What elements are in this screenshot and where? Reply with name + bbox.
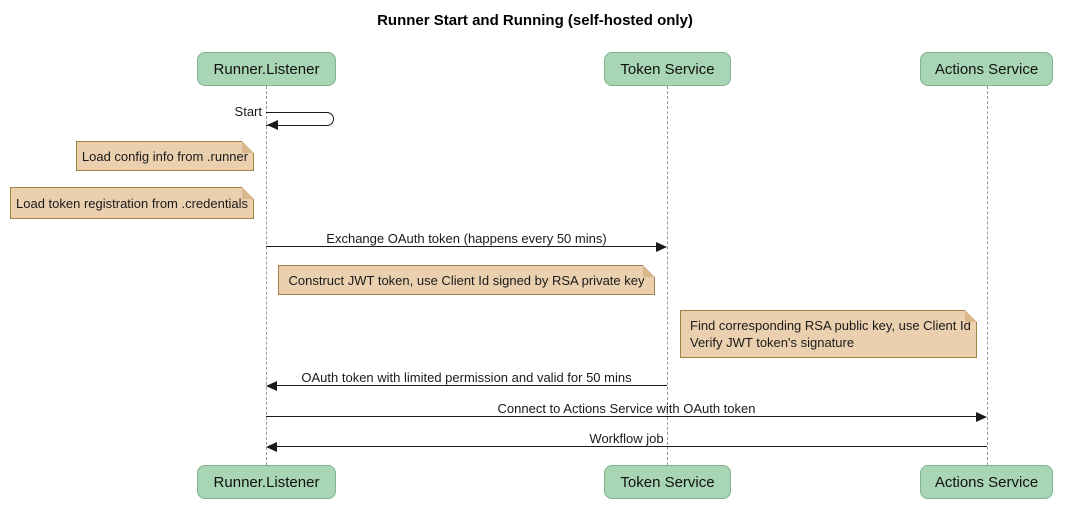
message-workflow-line: [277, 446, 987, 447]
message-start-self-loop: [266, 112, 334, 126]
note-load-config: Load config info from .runner: [76, 141, 254, 171]
actor-label: Actions Service: [934, 473, 1039, 491]
message-exchange-line: [266, 246, 657, 247]
actor-token-service-bottom: Token Service: [604, 465, 731, 499]
lifeline-token-service: [667, 86, 668, 465]
arrowhead-right-icon: [656, 242, 667, 252]
actor-runner-listener-top: Runner.Listener: [197, 52, 336, 86]
lifeline-actions-service: [987, 86, 988, 465]
note-text: Construct JWT token, use Client Id signe…: [288, 272, 645, 288]
note-fold-icon: [242, 141, 254, 153]
message-oauth-return-label: OAuth token with limited permission and …: [301, 370, 632, 385]
actor-label: Token Service: [620, 60, 715, 78]
note-construct-jwt: Construct JWT token, use Client Id signe…: [278, 265, 655, 295]
actor-label: Runner.Listener: [213, 60, 320, 78]
message-connect-line: [266, 416, 977, 417]
message-start-label: Start: [234, 104, 262, 119]
actor-actions-service-top: Actions Service: [920, 52, 1053, 86]
note-text: Find corresponding RSA public key, use C…: [690, 318, 971, 350]
arrowhead-left-icon: [266, 381, 277, 391]
message-oauth-return-line: [277, 385, 667, 386]
message-exchange-label: Exchange OAuth token (happens every 50 m…: [326, 231, 607, 246]
lifeline-runner-listener: [266, 86, 267, 465]
note-fold-icon: [242, 187, 254, 199]
note-find-rsa: Find corresponding RSA public key, use C…: [680, 310, 977, 358]
message-workflow-label: Workflow job: [589, 431, 664, 446]
note-text: Load config info from .runner: [81, 148, 249, 164]
message-connect-label: Connect to Actions Service with OAuth to…: [497, 401, 756, 416]
diagram-title: Runner Start and Running (self-hosted on…: [377, 12, 693, 29]
note-fold-icon: [643, 265, 655, 277]
actor-label: Token Service: [620, 473, 715, 491]
arrowhead-left-icon: [267, 120, 278, 130]
actor-actions-service-bottom: Actions Service: [920, 465, 1053, 499]
actor-label: Runner.Listener: [213, 473, 320, 491]
note-load-token-registration: Load token registration from .credential…: [10, 187, 254, 219]
actor-runner-listener-bottom: Runner.Listener: [197, 465, 336, 499]
actor-token-service-top: Token Service: [604, 52, 731, 86]
note-fold-icon: [965, 310, 977, 322]
arrowhead-right-icon: [976, 412, 987, 422]
actor-label: Actions Service: [934, 60, 1039, 78]
note-text: Load token registration from .credential…: [16, 195, 248, 211]
arrowhead-left-icon: [266, 442, 277, 452]
